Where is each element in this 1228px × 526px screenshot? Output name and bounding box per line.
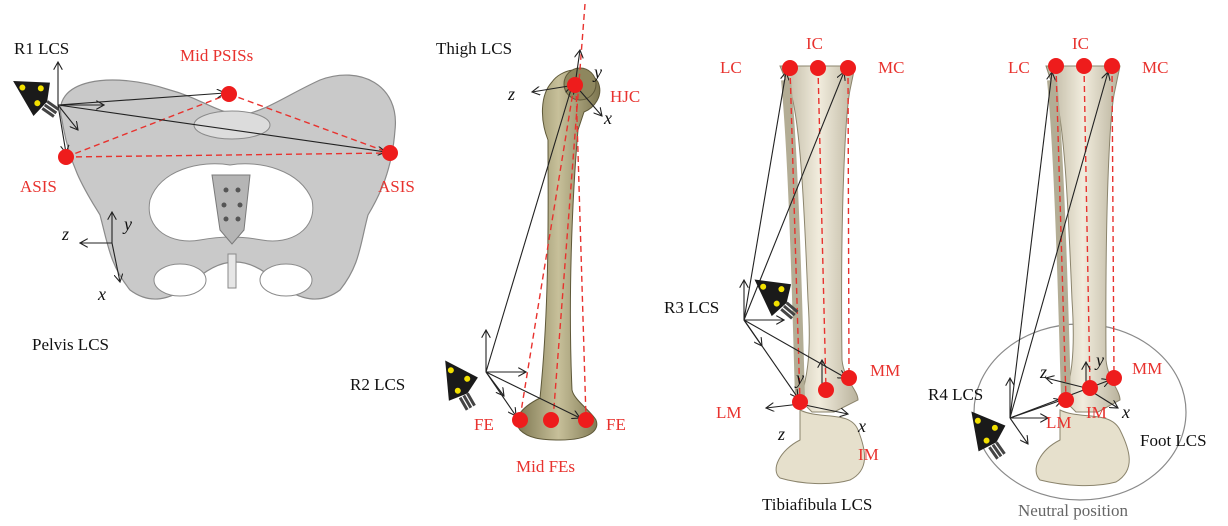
tib-mm-label: MM bbox=[870, 361, 900, 380]
asis-right-label: ASIS bbox=[378, 177, 415, 196]
r4-lcs-label: R4 LCS bbox=[928, 385, 983, 404]
mid-fes-label: Mid FEs bbox=[516, 457, 575, 476]
landmark-fe-left bbox=[512, 412, 528, 428]
tib-y-label: y bbox=[794, 368, 804, 388]
landmark-tib-mm bbox=[841, 370, 857, 386]
foot-panel: LC IC MC R4 LCS MM LM IM z y x Foot LCS … bbox=[928, 34, 1207, 520]
foot-mm-label: MM bbox=[1132, 359, 1162, 378]
tibia-panel: LC IC MC R3 LCS MM LM IM y z x Tibiafibu… bbox=[664, 34, 904, 514]
foot-lcs-label: Foot LCS bbox=[1140, 431, 1207, 450]
landmark-tib-ic bbox=[810, 60, 826, 76]
landmark-mid-psis bbox=[221, 86, 237, 102]
tibiafibula-lcs-caption: Tibiafibula LCS bbox=[762, 495, 872, 514]
pelvis-panel: R1 LCS Mid PSISs ASIS ASIS z y x Pelvis … bbox=[13, 39, 415, 354]
landmark-foot-mm bbox=[1106, 370, 1122, 386]
fe-right-label: FE bbox=[606, 415, 626, 434]
thigh-lcs-title: Thigh LCS bbox=[436, 39, 512, 58]
pelvis-bone bbox=[60, 75, 395, 299]
pelvis-y-label: y bbox=[122, 214, 132, 234]
landmark-asis-left bbox=[58, 149, 74, 165]
foot-im-label: IM bbox=[1086, 403, 1107, 422]
foot-z-label: z bbox=[1039, 362, 1047, 382]
asis-left-label: ASIS bbox=[20, 177, 57, 196]
landmark-tib-lc bbox=[782, 60, 798, 76]
r1-marker-cluster-icon bbox=[13, 74, 60, 122]
r2-marker-cluster-icon bbox=[434, 360, 484, 411]
tibia-bone bbox=[776, 66, 864, 484]
landmark-fe-right bbox=[578, 412, 594, 428]
hjc-label: HJC bbox=[610, 87, 640, 106]
r4-marker-cluster-icon bbox=[964, 411, 1011, 459]
r2-axis-z bbox=[486, 372, 504, 396]
tib-ic-label: IC bbox=[806, 34, 823, 53]
foot-y-label: y bbox=[1094, 350, 1104, 370]
landmark-tib-lm bbox=[792, 394, 808, 410]
foot-lc-label: LC bbox=[1008, 58, 1030, 77]
thigh-z-label: z bbox=[507, 84, 515, 104]
r3-marker-cluster-icon bbox=[754, 276, 798, 321]
foot-ic-label: IC bbox=[1072, 34, 1089, 53]
r2-lcs-label: R2 LCS bbox=[350, 375, 405, 394]
tib-x-label: x bbox=[857, 416, 866, 436]
tibia-mc-mm-line bbox=[848, 68, 849, 378]
pelvis-x-label: x bbox=[97, 284, 106, 304]
tib-mc-label: MC bbox=[878, 58, 904, 77]
foot-mc-label: MC bbox=[1142, 58, 1168, 77]
femur-bone bbox=[517, 68, 600, 440]
landmark-tib-im bbox=[818, 382, 834, 398]
foot-lm-label: LM bbox=[1046, 413, 1072, 432]
landmark-fe-mid bbox=[543, 412, 559, 428]
landmark-tib-mc bbox=[840, 60, 856, 76]
r3-axis-z bbox=[744, 320, 762, 346]
landmark-foot-im bbox=[1082, 380, 1098, 396]
r4-axis-z bbox=[1010, 418, 1028, 444]
foot-mc-mm-line bbox=[1112, 66, 1114, 378]
tib-z-label: z bbox=[777, 424, 785, 444]
r1-lcs-label: R1 LCS bbox=[14, 39, 69, 58]
landmark-foot-lm bbox=[1058, 392, 1074, 408]
landmark-foot-mc bbox=[1104, 58, 1120, 74]
thigh-y-label: y bbox=[592, 62, 602, 82]
foot-x-label: x bbox=[1121, 402, 1130, 422]
r3-lcs-label: R3 LCS bbox=[664, 298, 719, 317]
pelvis-z-label: z bbox=[61, 224, 69, 244]
fe-left-label: FE bbox=[474, 415, 494, 434]
landmark-asis-right bbox=[382, 145, 398, 161]
tib-im-label: IM bbox=[858, 445, 879, 464]
landmark-foot-ic bbox=[1076, 58, 1092, 74]
thigh-x-label: x bbox=[603, 108, 612, 128]
landmark-foot-lc bbox=[1048, 58, 1064, 74]
pelvis-lcs-caption: Pelvis LCS bbox=[32, 335, 109, 354]
tib-lm-label: LM bbox=[716, 403, 742, 422]
mid-psis-label: Mid PSISs bbox=[180, 46, 253, 65]
neutral-position-caption: Neutral position bbox=[1018, 501, 1129, 520]
tib-lc-label: LC bbox=[720, 58, 742, 77]
landmark-hjc bbox=[567, 77, 583, 93]
thigh-panel: Thigh LCS HJC z y x R2 LCS FE FE Mid FEs bbox=[350, 4, 640, 476]
